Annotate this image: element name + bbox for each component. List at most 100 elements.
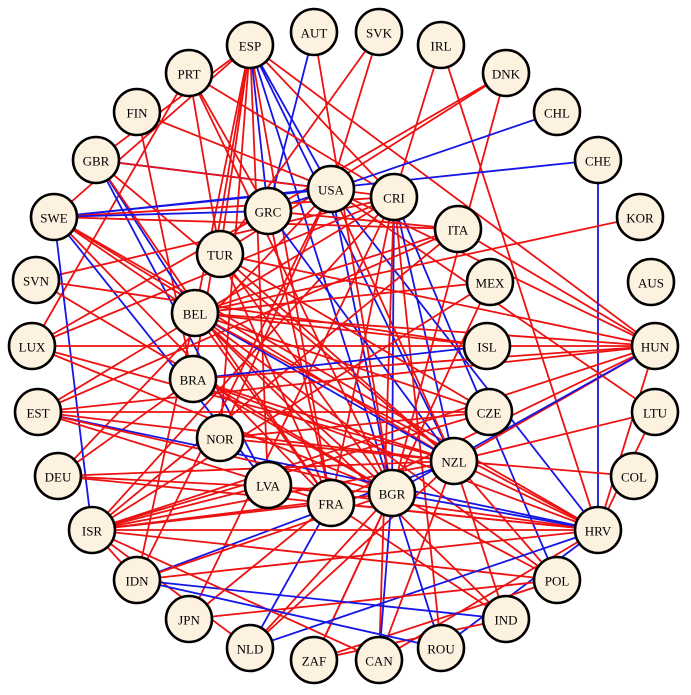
node-circle	[416, 20, 466, 70]
node-circle	[67, 505, 117, 555]
node-circle	[112, 87, 162, 137]
node-aut: AUT	[289, 7, 339, 57]
edge-hun-isr	[91, 345, 656, 531]
edge-esp-grc	[249, 44, 269, 212]
node-ind: IND	[481, 594, 531, 644]
node-circle	[630, 387, 680, 437]
node-label: MEX	[476, 276, 506, 291]
node-circle	[609, 451, 659, 501]
edge-usa-bgr	[330, 188, 393, 494]
node-mex: MEX	[465, 257, 515, 307]
node-label: GRC	[255, 205, 282, 220]
edge-cri-isr	[91, 196, 395, 531]
node-label: GBR	[83, 154, 110, 169]
edge-bgr-nld	[249, 492, 393, 649]
edge-isr-nld	[91, 529, 251, 649]
node-label: CZE	[477, 406, 502, 421]
node-circle	[13, 387, 63, 437]
edge-bra-bgr	[192, 378, 393, 494]
node-circle	[630, 321, 680, 371]
node-label: CHE	[585, 154, 611, 169]
node-circle	[416, 623, 466, 673]
node-circle	[626, 257, 676, 307]
edge-hun-bra	[192, 345, 656, 380]
node-circle	[532, 87, 582, 137]
node-label: FIN	[127, 106, 149, 121]
edge-tur-nzl	[219, 253, 455, 462]
edge-pol-zaf	[313, 579, 558, 661]
node-nld: NLD	[225, 623, 275, 673]
edge-kor-bel	[194, 216, 641, 314]
node-chl: CHL	[532, 87, 582, 137]
edge-ita-est	[37, 228, 459, 413]
node-circle	[168, 354, 218, 404]
node-hun: HUN	[630, 321, 680, 371]
edge-bgr-rou	[391, 492, 442, 649]
node-isr: ISR	[67, 505, 117, 555]
edge-bgr-hrv	[391, 492, 599, 531]
edge-ind-idn	[136, 579, 507, 620]
edge-lux-nzl	[31, 345, 455, 462]
edge-can-isr	[91, 529, 380, 661]
edge-cze-bel	[194, 312, 490, 413]
edge-bra-nzl	[192, 378, 455, 462]
node-che: CHE	[573, 135, 623, 185]
edge-fra-nld	[249, 502, 332, 649]
node-label: SVK	[366, 26, 393, 41]
node-ltu: LTU	[630, 387, 680, 437]
node-bra: BRA	[168, 354, 218, 404]
node-grc: GRC	[243, 186, 293, 236]
node-circle	[289, 7, 339, 57]
node-irl: IRL	[416, 20, 466, 70]
edge-hun-est	[37, 345, 656, 413]
node-circle	[243, 460, 293, 510]
node-prt: PRT	[164, 48, 214, 98]
node-label: NOR	[206, 432, 234, 447]
edge-esp-hun	[249, 44, 656, 347]
node-cze: CZE	[464, 387, 514, 437]
edge-cri-fra	[330, 196, 395, 504]
node-circle	[532, 555, 582, 605]
edge-esp-cri	[249, 44, 395, 198]
node-label: KOR	[626, 211, 654, 226]
node-nor: NOR	[195, 413, 245, 463]
edge-bel-ind	[194, 312, 507, 620]
node-label: ROU	[427, 642, 455, 657]
node-circle	[306, 164, 356, 214]
node-circle	[170, 288, 220, 338]
edge-ind-zaf	[313, 618, 507, 661]
edge-swe-grc	[53, 210, 269, 218]
node-circle	[354, 7, 404, 57]
edge-grc-fra	[267, 210, 332, 504]
edge-esp-usa	[249, 44, 332, 190]
node-circle	[195, 229, 245, 279]
node-label: ISR	[82, 524, 103, 539]
node-gbr: GBR	[71, 135, 121, 185]
edge-bgr-can	[378, 492, 393, 661]
node-circle	[462, 321, 512, 371]
edge-prt-lux	[31, 72, 190, 347]
node-circle	[464, 387, 514, 437]
edge-bra-deu	[57, 378, 194, 477]
node-label: PRT	[177, 67, 200, 82]
node-cri: CRI	[369, 172, 419, 222]
edge-nzl-hrv	[453, 460, 599, 531]
node-label: HUN	[641, 340, 670, 355]
node-label: CAN	[365, 654, 393, 669]
node-fra: FRA	[306, 478, 356, 528]
node-dnk: DNK	[481, 48, 531, 98]
edge-bgr-pol	[391, 492, 558, 581]
node-circle	[164, 48, 214, 98]
node-nzl: NZL	[429, 436, 479, 486]
node-label: USA	[318, 183, 345, 198]
edge-svn-isl	[35, 279, 488, 347]
node-circle	[289, 635, 339, 685]
edge-grc-ita	[267, 210, 459, 230]
node-label: SWE	[40, 211, 68, 226]
node-circle	[112, 555, 162, 605]
edge-ltu-nzl	[453, 411, 656, 462]
node-zaf: ZAF	[289, 635, 339, 685]
edge-nzl-col	[453, 460, 635, 477]
